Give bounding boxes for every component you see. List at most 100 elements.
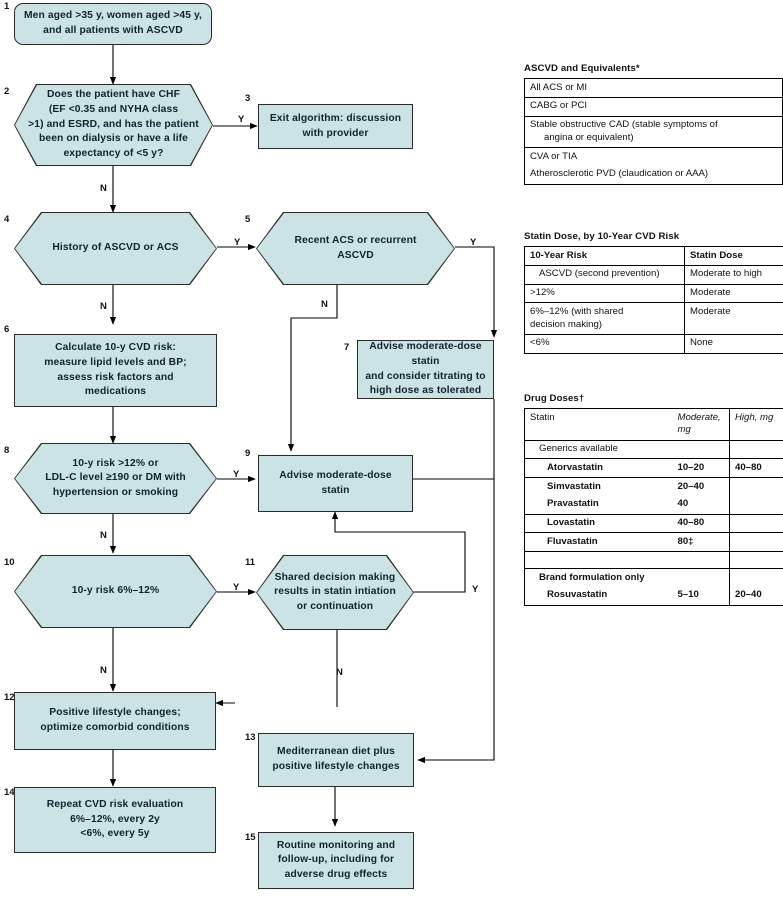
table-header-row: 10-Year Risk Statin Dose: [525, 246, 783, 266]
flow-node-5-label: Recent ACS or recurrent ASCVD: [294, 234, 417, 261]
step-number-11: 11: [245, 557, 256, 568]
statin-dose-dose-2: Moderate: [684, 302, 783, 335]
flow-node-3[interactable]: Exit algorithm: discussion with provider: [258, 104, 413, 149]
statin-dose-risk-2: 6%–12% (with shared decision making): [524, 302, 685, 335]
table-row: ASCVD (second prevention) Moderate to hi…: [524, 264, 783, 284]
flow-node-11[interactable]: Shared decision making results in statin…: [256, 555, 414, 630]
ascvd-row-1: CABG or PCI: [524, 96, 783, 116]
flow-node-10-label: 10-y risk 6%–12%: [71, 585, 160, 597]
drug-doses-statin-8: Rosuvastatin: [547, 589, 608, 601]
drug-doses-moderate-2: 20–40: [672, 476, 730, 496]
statin-dose-risk-1: >12%: [524, 283, 685, 303]
table-row: Generics available: [524, 439, 783, 459]
flow-node-4[interactable]: History of ASCVD or ACS: [14, 212, 217, 285]
drug-doses-high-3: [729, 495, 783, 514]
drug-doses-statin-2: Simvastatin: [524, 476, 673, 496]
table-row: Stable obstructive CAD (stable symptoms …: [524, 115, 783, 148]
ascvd-row-2: Stable obstructive CAD (stable symptoms …: [524, 115, 783, 148]
branch-label-4-yes: Y: [234, 237, 241, 248]
flow-node-11-label: Shared decision making results in statin…: [274, 571, 396, 612]
step-number-15: 15: [245, 832, 256, 843]
statin-dose-table: 10-Year Risk Statin Dose ASCVD (second p…: [524, 246, 783, 354]
branch-label-8-no: N: [100, 530, 107, 541]
statin-dose-risk-2-line1: 6%–12% (with shared: [530, 305, 624, 317]
flow-node-10[interactable]: 10-y risk 6%–12%: [14, 555, 217, 628]
drug-doses-header-high: High, mg: [729, 408, 783, 440]
flow-node-8[interactable]: 10-y risk >12% or LDL-C level ≥190 or DM…: [14, 443, 217, 514]
flow-node-15-label: Routine monitoring and follow-up, includ…: [276, 839, 396, 880]
branch-label-11-yes: Y: [472, 584, 479, 595]
drug-doses-moderate-3: 40: [677, 498, 689, 510]
flow-node-2-fill: [15, 85, 212, 165]
statin-dose-title: Statin Dose, by 10-Year CVD Risk: [524, 231, 680, 242]
ascvd-equivalents-table-wrap: ASCVD and Equivalents* All ACS or MI CAB…: [524, 63, 783, 185]
step-number-5: 5: [245, 214, 251, 225]
branch-label-10-no: N: [100, 665, 107, 676]
drug-doses-high-0: [729, 439, 783, 459]
flow-node-14-label: Repeat CVD risk evaluation 6%–12%, every…: [46, 799, 184, 840]
table-row: Pravastatin 40: [525, 495, 783, 514]
flow-node-8-label: 10-y risk >12% or LDL-C level ≥190 or DM…: [45, 457, 186, 498]
branch-label-4-no: N: [100, 301, 107, 312]
table-row: 6%–12% (with shared decision making) Mod…: [524, 302, 783, 335]
step-number-4: 4: [4, 214, 10, 225]
flow-node-12[interactable]: Positive lifestyle changes; optimize com…: [14, 692, 216, 750]
drug-doses-header-moderate: Moderate, mg: [677, 411, 721, 436]
flow-node-10-fill: [15, 556, 216, 627]
drug-doses-moderate-5: 80‡: [672, 532, 730, 552]
statin-dose-dose-1: Moderate: [684, 283, 783, 303]
flow-node-6[interactable]: Calculate 10-y CVD risk: measure lipid l…: [14, 334, 217, 407]
ascvd-row-0: All ACS or MI: [530, 81, 588, 93]
flow-node-9-label: Advise moderate-dose statin: [279, 469, 392, 496]
drug-doses-moderate-0: [672, 439, 730, 459]
flow-node-7[interactable]: Advise moderate-dose statin and consider…: [357, 340, 494, 399]
flow-node-11-fill: [257, 556, 413, 629]
drug-doses-high-5: [729, 532, 783, 552]
branch-label-2-no: N: [100, 183, 107, 194]
flow-node-13-label: Mediterranean diet plus positive lifesty…: [272, 746, 400, 772]
flow-node-4-label: History of ASCVD or ACS: [52, 242, 179, 254]
table-row: Brand formulation only: [524, 567, 783, 587]
table-row: >12% Moderate: [524, 283, 783, 303]
flow-node-5[interactable]: Recent ACS or recurrent ASCVD: [256, 212, 455, 285]
ascvd-row-2-line2: angina or equivalent): [544, 131, 634, 143]
table-row: Simvastatin 20–40: [524, 476, 783, 496]
drug-doses-statin-0: Generics available: [524, 439, 673, 459]
drug-doses-high-7: [729, 567, 783, 587]
ascvd-equivalents-table: All ACS or MI CABG or PCI Stable obstruc…: [524, 78, 783, 185]
ascvd-equivalents-title: ASCVD and Equivalents*: [524, 63, 640, 74]
flow-node-13[interactable]: Mediterranean diet plus positive lifesty…: [258, 733, 414, 787]
branch-label-5-no: N: [321, 299, 328, 310]
drug-doses-moderate-8: 5–10: [677, 589, 699, 601]
statin-dose-risk-0: ASCVD (second prevention): [524, 264, 685, 284]
flow-node-14[interactable]: Repeat CVD risk evaluation 6%–12%, every…: [14, 787, 216, 853]
step-number-2: 2: [4, 86, 10, 97]
drug-doses-table: Statin Moderate, mg High, mg Generics av…: [524, 408, 783, 606]
drug-doses-header-statin: Statin: [530, 411, 555, 423]
statin-dose-table-wrap: Statin Dose, by 10-Year CVD Risk 10-Year…: [524, 231, 783, 354]
flow-node-6-label: Calculate 10-y CVD risk: measure lipid l…: [44, 342, 187, 398]
flow-node-15[interactable]: Routine monitoring and follow-up, includ…: [258, 832, 414, 889]
drug-doses-high-6: [729, 551, 783, 569]
drug-doses-statin-1: Atorvastatin: [524, 458, 673, 478]
branch-label-11-no: N: [336, 667, 343, 678]
flow-node-9[interactable]: Advise moderate-dose statin: [258, 455, 413, 512]
table-row: Fluvastatin 80‡: [524, 532, 783, 552]
flow-node-2[interactable]: Does the patient have CHF (EF <0.35 and …: [14, 84, 213, 166]
statin-dose-risk-2-line2: decision making): [530, 318, 602, 330]
statin-dose-dose-3: None: [684, 333, 783, 353]
flow-node-3-label: Exit algorithm: discussion with provider: [269, 112, 402, 139]
step-number-7: 7: [344, 342, 350, 353]
step-number-1: 1: [4, 1, 10, 12]
flow-node-1[interactable]: Men aged >35 y, women aged >45 y, and al…: [14, 3, 212, 45]
statin-dose-risk-3: <6%: [524, 333, 685, 353]
flow-node-2-label: Does the patient have CHF (EF <0.35 and …: [28, 89, 199, 159]
flow-node-8-fill: [15, 444, 216, 513]
step-number-10: 10: [4, 557, 15, 568]
branch-label-10-yes: Y: [233, 582, 240, 593]
ascvd-row-4: Atherosclerotic PVD (claudication or AAA…: [530, 168, 709, 180]
table-row-spacer: [524, 551, 783, 569]
statin-dose-dose-0: Moderate to high: [684, 264, 783, 284]
drug-doses-table-wrap: Drug Doses† Statin Moderate, mg High, mg…: [524, 393, 783, 606]
